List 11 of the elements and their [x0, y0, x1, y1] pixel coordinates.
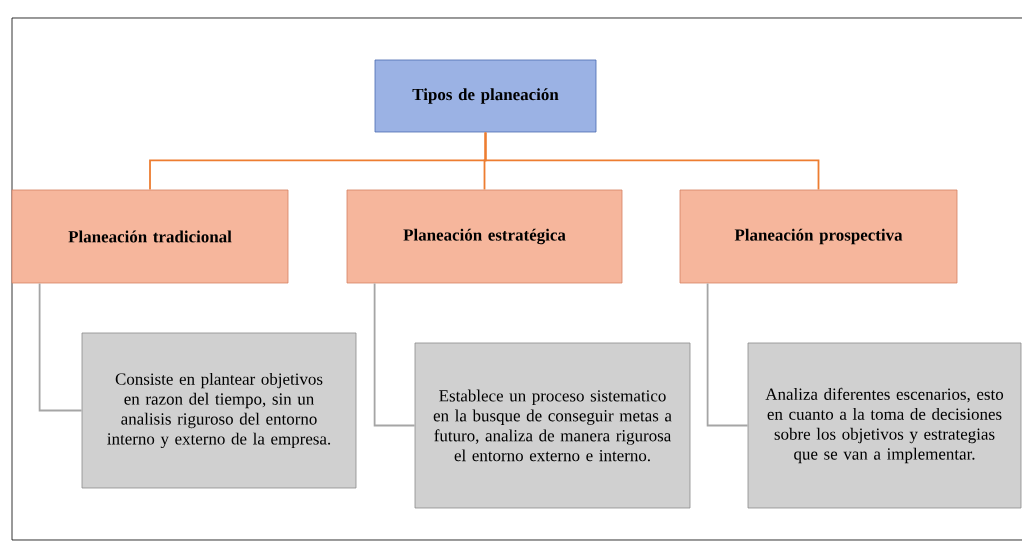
connector-line — [373, 282, 416, 427]
connector-line — [38, 282, 83, 412]
category-box: Planeación estratégica — [346, 189, 623, 284]
connector-line — [706, 282, 749, 427]
connector-line — [484, 131, 820, 191]
category-box: Planeación prospectiva — [679, 189, 958, 284]
title-box: Tipos de planeación — [374, 59, 597, 133]
description-box: Establece un proceso sistematico en la busque de conseguir metas a futuro, analiza de manera rigurosa el entorno externo e interno. — [414, 342, 691, 509]
description-box: Consiste en plantear objetivos en razon del tiempo, sin un analisis riguroso del entorno interno y externo de la empresa. — [81, 332, 357, 489]
category-box: Planeación tradicional — [11, 189, 289, 284]
description-box: Analiza diferentes escenarios, esto en cuanto a la toma de decisiones sobre los objetivos y estrategias que se van a implementar. — [747, 342, 1022, 509]
